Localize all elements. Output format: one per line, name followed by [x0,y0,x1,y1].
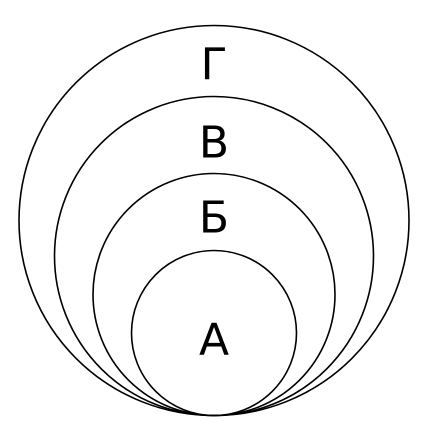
label-g: Г [201,40,228,91]
circle-a [130,249,298,417]
label-b: Б [199,193,229,244]
label-v: В [199,118,229,169]
label-a: А [199,315,229,366]
